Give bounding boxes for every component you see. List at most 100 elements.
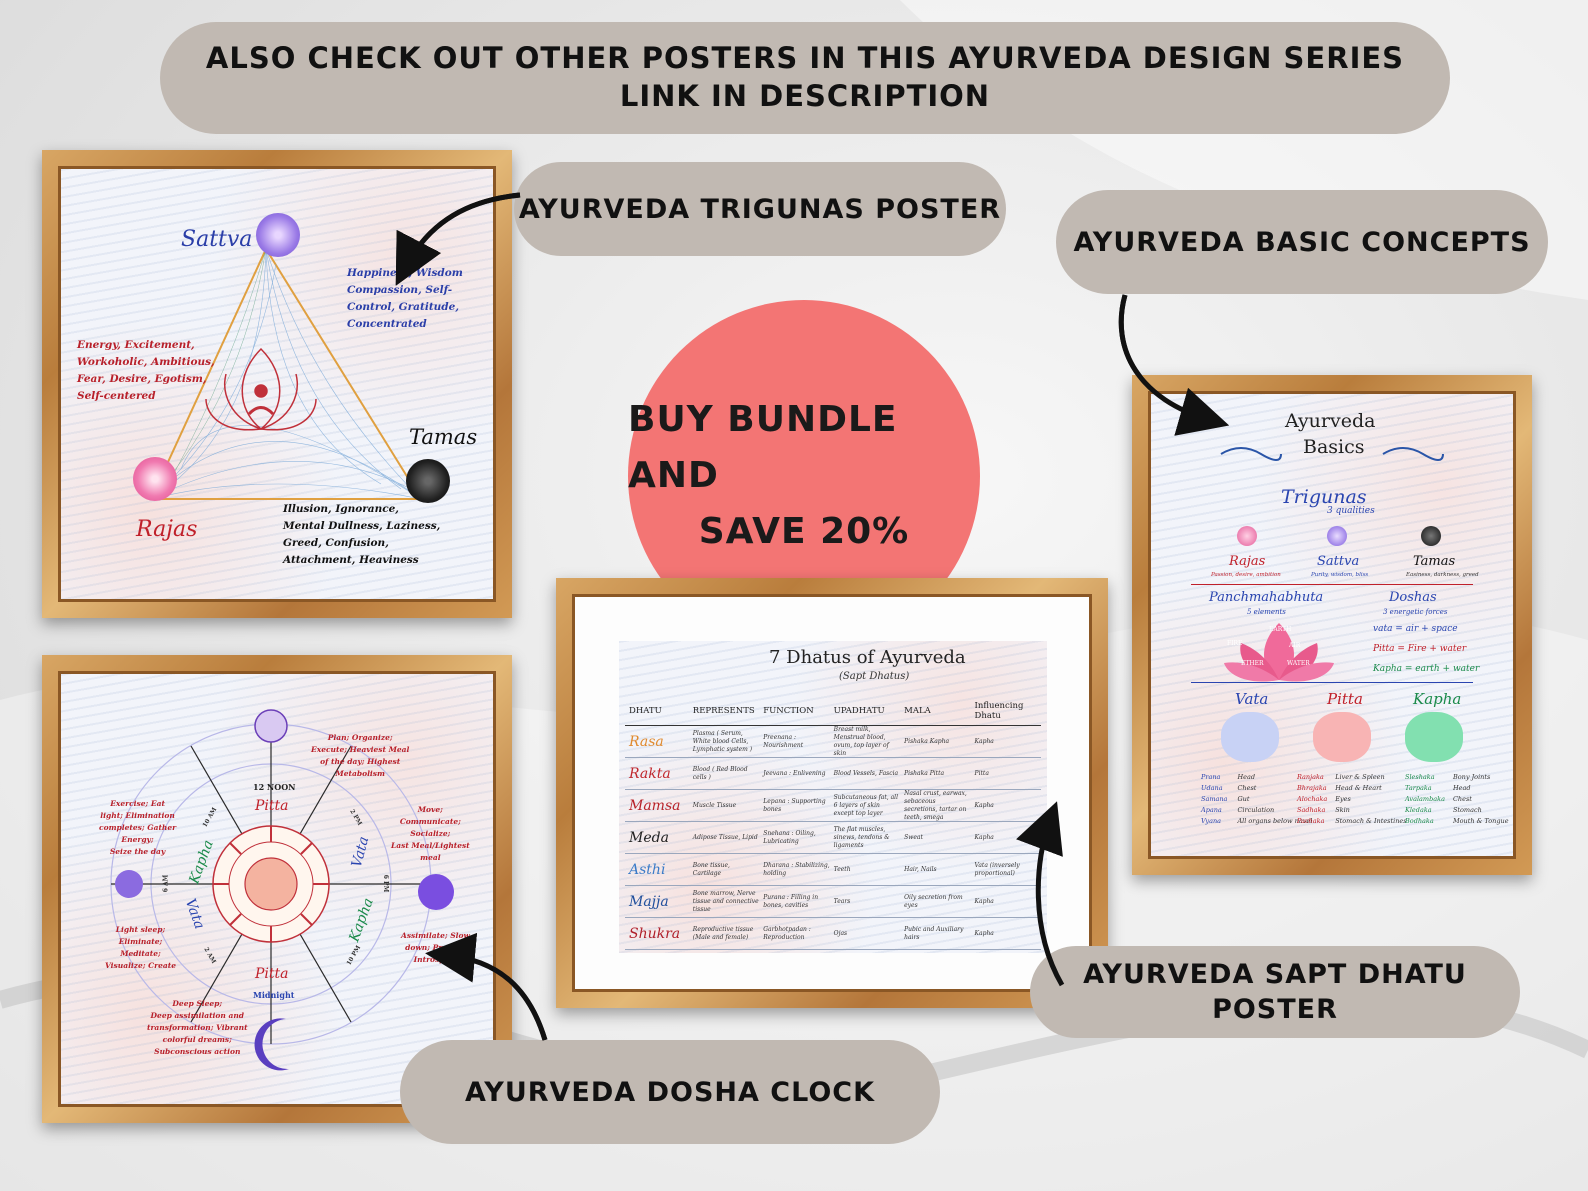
right-sunset-icon — [418, 874, 454, 910]
dhatu-name: Rasa — [629, 733, 664, 750]
sattva-title: Sattva — [1317, 554, 1360, 569]
dhatu-cell: Kapha — [974, 801, 994, 809]
dosha-clock-poster: 12 NOON Midnight Pitta Pitta Kapha Kapha… — [58, 671, 496, 1107]
dosha-clock-poster-frame[interactable]: 12 NOON Midnight Pitta Pitta Kapha Kapha… — [42, 655, 512, 1123]
trigunas-triangle — [149, 246, 423, 500]
kapha-heading: Kapha — [1413, 690, 1462, 708]
dhatu-table-row: Shukra Reproductive tissue (Male and fema… — [625, 918, 1041, 950]
dhatu-cell: Breast milk, Menstrual blood, ovum, top … — [833, 725, 889, 757]
dhatu-subtitle: (Sapt Dhatus) — [839, 671, 910, 682]
basics-poster-frame[interactable]: Ayurveda Basics Trigunas 3 qualities Raj… — [1132, 375, 1532, 875]
dhatu-cell: Dharana : Stabilizing, holding — [763, 861, 830, 877]
dhatu-cell: Nasal crust, earwax, sebaceous secretion… — [904, 789, 967, 821]
note-right: Move;Communicate;Socialize;Last Meal/Lig… — [391, 805, 470, 862]
rajas-flower-icon — [133, 457, 177, 501]
dhatu-cell: Vata (inversely proportional) — [974, 861, 1020, 877]
left-moon-icon — [115, 870, 143, 898]
dhatu-cell: Blood Vessels, Fascia — [833, 769, 899, 777]
panchmahabhuta-heading: Panchmahabhuta — [1209, 590, 1324, 605]
dhatu-cell: Pitta — [974, 769, 989, 777]
dhatu-cell: Blood ( Red Blood cells ) — [692, 765, 748, 781]
dhatu-poster-mat: 7 Dhatus of Ayurveda (Sapt Dhatus) DHATU… — [572, 594, 1092, 992]
vata-heading: Vata — [1235, 690, 1269, 708]
dhatu-cell: Bone marrow, Nerve tissue and connective… — [692, 889, 759, 913]
basics-title-line1: Ayurveda — [1285, 410, 1376, 432]
tamas-title: Tamas — [1413, 554, 1456, 569]
basics-poster: Ayurveda Basics Trigunas 3 qualities Raj… — [1148, 391, 1516, 859]
dhatu-cell: Pishaka Pitta — [904, 769, 945, 777]
tamas-icon — [1421, 526, 1441, 546]
trigunas-poster-label[interactable]: AYURVEDA TRIGUNAS POSTER — [514, 162, 1006, 256]
basics-title-line2: Basics — [1303, 436, 1365, 458]
sapt-dhatu-poster-label[interactable]: AYURVEDA SAPT DHATU POSTER — [1030, 946, 1520, 1038]
dhatu-table-header: DHATU REPRESENTS FUNCTION UPADHATU MALA … — [625, 697, 1041, 726]
rajas-title: Rajas — [1229, 554, 1266, 569]
dosha-formula-kapha: Kapha = earth + water — [1373, 664, 1480, 674]
badge-line2: SAVE 20% — [698, 510, 910, 552]
top-banner-line2: LINK IN DESCRIPTION — [619, 79, 991, 113]
dhatu-name: Shukra — [629, 925, 681, 942]
element-air: AIR — [1289, 642, 1301, 649]
time-6am: 6 AM — [162, 874, 170, 893]
elements-lotus-icon — [1224, 623, 1334, 682]
dhatu-cell: Tears — [833, 897, 851, 905]
dosha-clock-poster-label[interactable]: AYURVEDA DOSHA CLOCK — [400, 1040, 940, 1144]
tamas-label: Tamas — [409, 425, 478, 449]
dhatu-poster-frame[interactable]: 7 Dhatus of Ayurveda (Sapt Dhatus) DHATU… — [556, 578, 1108, 1008]
element-water: WATER — [1287, 660, 1310, 667]
basics-poster-label[interactable]: AYURVEDA BASIC CONCEPTS — [1056, 190, 1548, 294]
rajas-description: Energy, Excitement,Workoholic, Ambitious… — [77, 339, 215, 402]
element-ether: ETHER — [1241, 660, 1264, 667]
dhatu-cell: Ojas — [833, 929, 848, 937]
doshas-heading: Doshas — [1389, 590, 1437, 605]
dhatu-cell: Lepana : Supporting bones — [763, 797, 826, 813]
dhatu-cell: Snehana : Oiling, Lubricating — [763, 829, 816, 845]
panchmahabhuta-subheading: 5 elements — [1247, 608, 1286, 616]
tamas-subtitle: Easiness, darkness, greed — [1406, 572, 1479, 578]
trigunas-subheading: 3 qualities — [1327, 506, 1375, 516]
rajas-icon — [1237, 526, 1257, 546]
pitta-heading: Pitta — [1327, 690, 1363, 708]
badge-line1: BUY BUNDLE AND — [628, 399, 898, 497]
dhatu-cell: Adipose Tissue, Lipid — [692, 833, 758, 841]
dhatu-cell: Purana : Filling in bones, cavities — [763, 893, 819, 909]
dhatu-cell: Bone tissue, Cartilage — [692, 861, 730, 877]
trigunas-heading: Trigunas — [1281, 486, 1367, 508]
dhatu-cell: Kapha — [974, 833, 994, 841]
dhatu-cell: Muscle Tissue — [692, 801, 737, 809]
dhatu-cell: Sweat — [904, 833, 923, 841]
sapt-dhatu-label-line1: AYURVEDA SAPT DHATU — [1083, 958, 1467, 990]
doshas-subheading: 3 energetic forces — [1383, 608, 1448, 616]
dhatu-cell: Oily secretion from eyes — [904, 893, 963, 909]
dhatu-cell: Jeevana : Enlivening — [763, 769, 826, 777]
dhatu-table: DHATU REPRESENTS FUNCTION UPADHATU MALA … — [625, 697, 1041, 950]
note-lower-left: Light sleep;Eliminate;Meditate;Visualize… — [105, 925, 176, 970]
dhatu-cell: Pubic and Auxiliary hairs — [904, 925, 964, 941]
dhatu-cell: Kapha — [974, 737, 994, 745]
rajas-label: Rajas — [136, 517, 198, 542]
sattva-subtitle: Purity, wisdom, bliss — [1311, 572, 1369, 578]
element-fire: FIRE — [1227, 640, 1243, 647]
top-banner: ALSO CHECK OUT OTHER POSTERS IN THIS AYU… — [160, 22, 1450, 134]
dhatu-title: 7 Dhatus of Ayurveda — [769, 647, 966, 668]
dosha-formula-pitta: Pitta = Fire + water — [1373, 644, 1467, 654]
dhatu-cell: Teeth — [833, 865, 851, 873]
dhatu-cell: Reproductive tissue (Male and female) — [692, 925, 754, 941]
sattva-label: Sattva — [181, 227, 253, 252]
midnight-label: Midnight — [253, 990, 295, 1000]
